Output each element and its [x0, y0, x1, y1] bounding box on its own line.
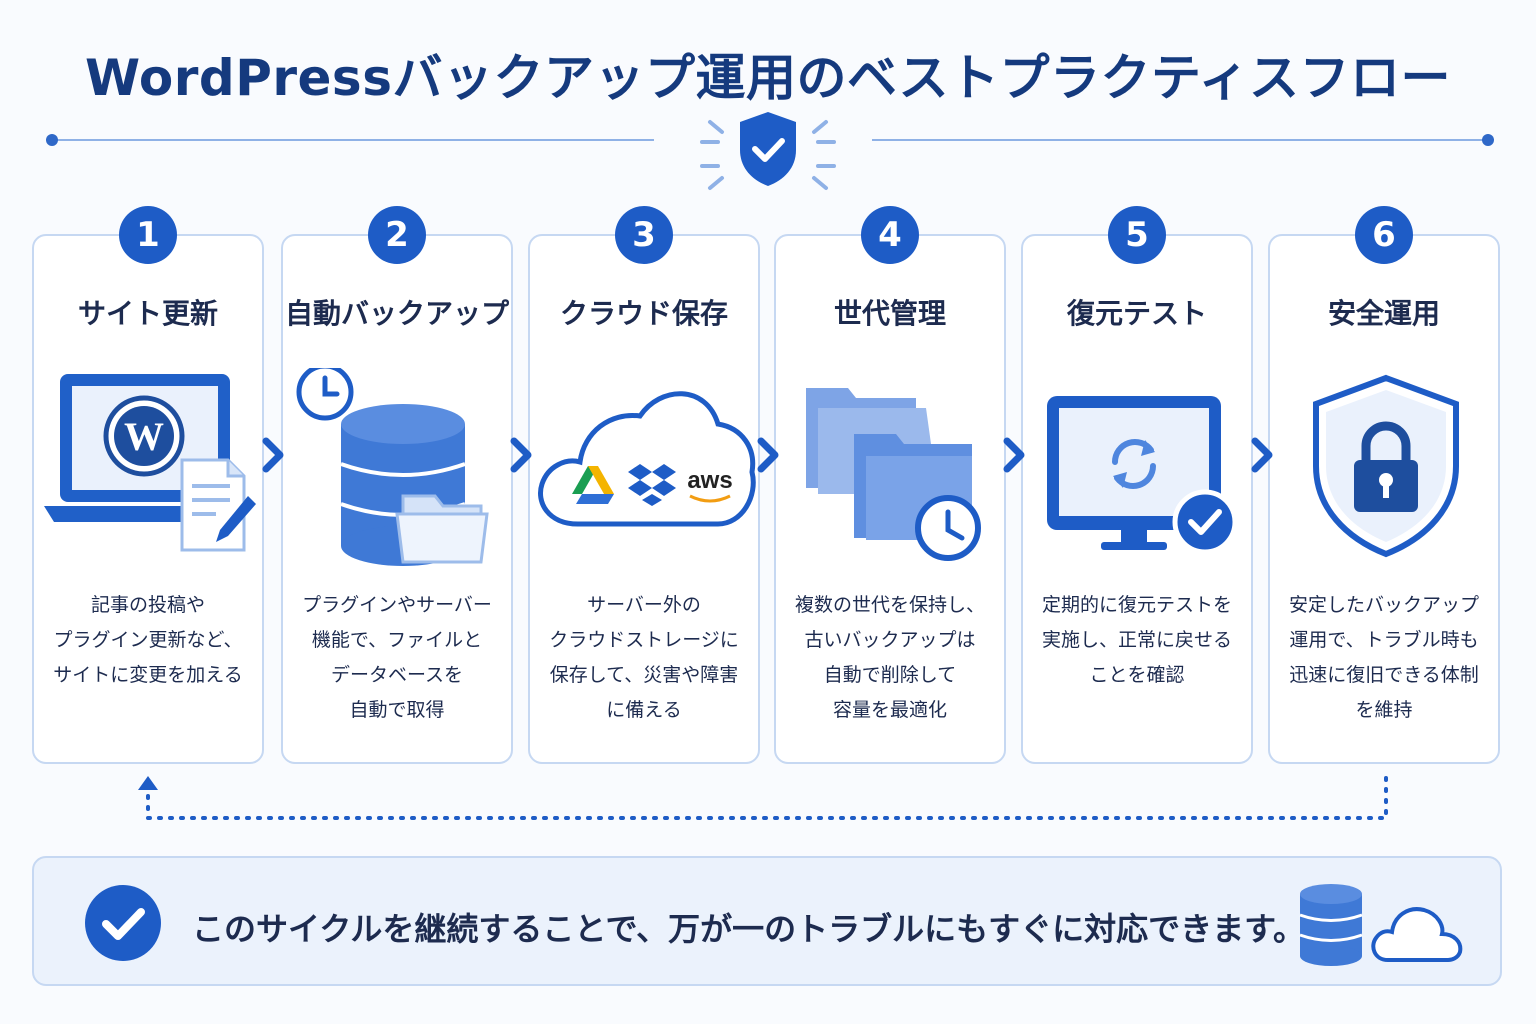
- step-desc-line: 機能で、ファイルと: [311, 629, 483, 651]
- divider-left: [52, 139, 654, 141]
- chevron-right-icon: [262, 437, 284, 473]
- step-desc-line: 保存して、災害や障害: [549, 664, 739, 686]
- step-desc-line: サーバー外の: [587, 594, 701, 616]
- database-icon: [1299, 884, 1363, 966]
- step-number-3: 3: [615, 206, 673, 264]
- step-desc-3: サーバー外の クラウドストレージに 保存して、災害や障害 に備える: [538, 588, 750, 728]
- step-desc-line: 定期的に復元テストを: [1041, 594, 1232, 616]
- svg-text:W: W: [124, 414, 164, 459]
- step-desc-line: 迅速に復旧できる体制: [1289, 664, 1479, 686]
- step-desc-line: クラウドストレージに: [549, 629, 739, 651]
- step-title-4: 世代管理: [833, 297, 946, 330]
- chevron-right-icon: [510, 437, 532, 473]
- step-desc-line: サイトに変更を加える: [53, 664, 243, 686]
- step-card-2: 自動バックアップ プラグインやサーバー 機能で、ファイルと データベースを 自動…: [281, 234, 513, 764]
- shield-lock-icon: [1270, 368, 1502, 568]
- shield-check-icon: [688, 108, 848, 198]
- step-desc-line: 古いバックアップは: [804, 629, 976, 651]
- step-desc-line: ことを確認: [1089, 664, 1185, 686]
- step-desc-4: 複数の世代を保持し、 古いバックアップは 自動で削除して 容量を最適化: [784, 588, 996, 728]
- step-desc-5: 定期的に復元テストを 実施し、正常に戻せる ことを確認: [1031, 588, 1243, 693]
- cycle-loop-arrow: [138, 776, 1388, 820]
- cloud-icon: [1371, 907, 1463, 962]
- divider-dot-left: [46, 134, 58, 146]
- chevron-right-icon: [1003, 437, 1025, 473]
- step-desc-line: 自動で取得: [349, 699, 445, 721]
- step-desc-line: データベースを: [330, 664, 464, 686]
- step-desc-line: プラグイン更新など、: [53, 629, 243, 651]
- step-desc-line: 容量を最適化: [832, 699, 947, 721]
- monitor-restore-icon: [1023, 368, 1255, 568]
- step-desc-6: 安定したバックアップ 運用で、トラブル時も 迅速に復旧できる体制 を維持: [1278, 588, 1490, 728]
- divider-dot-right: [1482, 134, 1494, 146]
- aws-logo: aws: [687, 467, 732, 494]
- step-number-4: 4: [861, 206, 919, 264]
- database-clock-icon: [283, 363, 515, 568]
- folders-clock-icon: [776, 368, 1008, 568]
- step-desc-1: 記事の投稿や プラグイン更新など、 サイトに変更を加える: [42, 588, 254, 693]
- step-desc-line: を維持: [1355, 699, 1413, 721]
- step-desc-line: に備える: [606, 699, 682, 721]
- step-number-2: 2: [368, 206, 426, 264]
- step-card-3: クラウド保存 aws サーバー外の クラウドストレージに 保存して、災害や障害 …: [528, 234, 760, 764]
- step-desc-line: 自動で削除して: [823, 664, 957, 686]
- step-desc-2: プラグインやサーバー 機能で、ファイルと データベースを 自動で取得: [291, 588, 503, 728]
- step-desc-line: 実施し、正常に戻せる: [1041, 629, 1232, 651]
- step-title-5: 復元テスト: [1066, 297, 1207, 330]
- step-desc-line: プラグインやサーバー: [302, 594, 492, 616]
- step-card-5: 復元テスト 定期的に復元テストを 実施し、正常に戻せる ことを確認: [1021, 234, 1253, 764]
- divider-right: [872, 139, 1486, 141]
- check-circle-icon: [85, 885, 161, 961]
- step-title-6: 安全運用: [1327, 297, 1440, 330]
- chevron-right-icon: [1251, 437, 1273, 473]
- step-card-1: サイト更新 W 記事の投稿や プラグイン更新など、 サイトに変更を加える: [32, 234, 264, 764]
- step-title-1: サイト更新: [77, 297, 218, 330]
- step-number-5: 5: [1108, 206, 1166, 264]
- laptop-wordpress-icon: W: [34, 368, 266, 568]
- chevron-right-icon: [757, 437, 779, 473]
- step-desc-line: 運用で、トラブル時も: [1289, 629, 1479, 651]
- cloud-storage-icon: aws: [530, 368, 762, 568]
- step-number-1: 1: [119, 206, 177, 264]
- step-card-4: 世代管理 複数の世代を保持し、 古いバックアップは 自動で削除して 容量を最適化: [774, 234, 1006, 764]
- summary-text: このサイクルを継続することで、万が一のトラブルにもすぐに対応できます。: [192, 910, 1305, 948]
- step-desc-line: 複数の世代を保持し、: [794, 594, 985, 616]
- step-title-3: クラウド保存: [559, 297, 728, 330]
- step-desc-line: 記事の投稿や: [90, 594, 205, 616]
- step-title-2: 自動バックアップ: [284, 297, 509, 330]
- summary-banner: このサイクルを継続することで、万が一のトラブルにもすぐに対応できます。: [32, 856, 1502, 986]
- step-number-6: 6: [1355, 206, 1413, 264]
- step-desc-line: 安定したバックアップ: [1288, 594, 1479, 616]
- step-card-6: 安全運用 安定したバックアップ 運用で、トラブル時も 迅速に復旧できる体制 を維…: [1268, 234, 1500, 764]
- page-title: WordPressバックアップ運用のベストプラクティスフロー: [85, 49, 1451, 107]
